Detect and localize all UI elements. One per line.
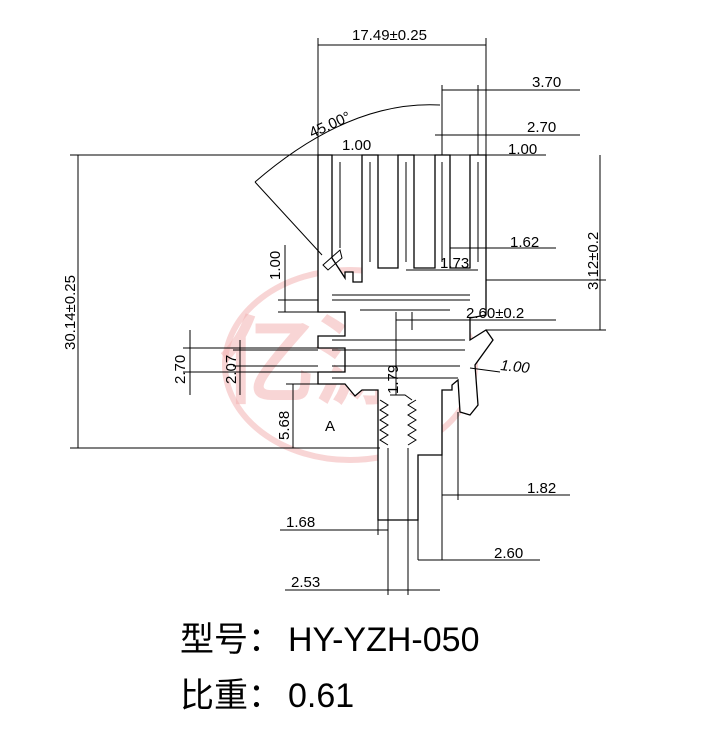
dim-1-73: 1.73 (440, 255, 469, 272)
dim-2-07: 2.07 (223, 355, 240, 384)
weight-value: 0.61 (288, 677, 355, 715)
dim-1-00-left: 1.00 (267, 251, 284, 280)
section-label-a: A (325, 418, 335, 435)
model-caption: 型号：HY-YZH-050 (180, 612, 479, 661)
model-label: 型号： (180, 620, 282, 660)
dim-3-70: 3.70 (532, 74, 561, 91)
dim-height-total: 30.14±0.25 (62, 275, 79, 350)
dim-2-60-tol: 2.60±0.2 (466, 305, 524, 322)
dim-2-60: 2.60 (494, 545, 523, 562)
dim-1-79: 1.79 (385, 365, 402, 394)
heatsink-profile (317, 154, 494, 521)
dimension-labels: 17.49±0.25 45.00° 1.00 3.70 2.70 1.00 1.… (62, 27, 602, 591)
dim-2-53: 2.53 (291, 574, 320, 591)
dim-3-12: 3.12±0.2 (585, 232, 602, 290)
dimension-lines (70, 38, 606, 595)
weight-label: 比重： (180, 676, 282, 716)
dim-width-total: 17.49±0.25 (352, 27, 427, 44)
dim-1-68: 1.68 (286, 514, 315, 531)
dim-2-70-top: 2.70 (527, 119, 556, 136)
profile-drawing: 亿源 (62, 27, 606, 595)
dim-1-00-right: 1.00 (508, 141, 537, 158)
dim-1-82: 1.82 (527, 480, 556, 497)
dim-fin-pitch: 1.00 (342, 137, 371, 154)
model-value: HY-YZH-050 (288, 621, 480, 659)
dim-1-00-diag: 1.00 (500, 357, 531, 377)
dim-2-70-left: 2.70 (172, 355, 189, 384)
dim-5-68: 5.68 (276, 411, 293, 440)
dim-1-62: 1.62 (510, 234, 539, 251)
weight-caption: 比重：0.61 (180, 668, 354, 717)
